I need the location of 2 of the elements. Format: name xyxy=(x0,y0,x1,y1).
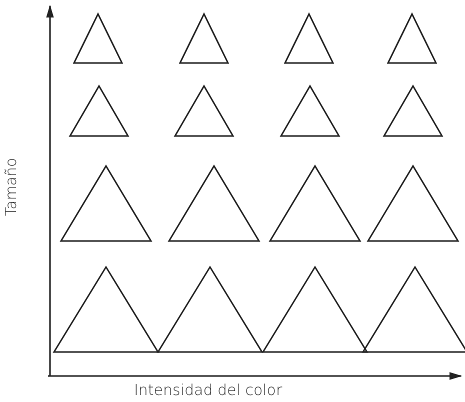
axis-label: Intensidad del color xyxy=(134,381,282,399)
axis-label: Tamaño xyxy=(2,158,20,216)
